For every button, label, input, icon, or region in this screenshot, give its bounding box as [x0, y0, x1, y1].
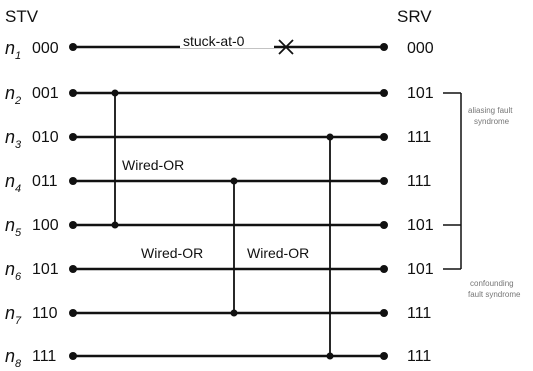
stv-code: 100	[32, 217, 59, 234]
junction-dot	[230, 309, 238, 317]
output-terminal	[380, 177, 388, 185]
output-terminal	[380, 133, 388, 141]
confounding-note-line2: fault syndrome	[468, 290, 521, 299]
row-n6: n6 101 101	[5, 259, 434, 283]
output-terminal	[380, 221, 388, 229]
output-terminal	[380, 352, 388, 360]
node-name: n2	[5, 83, 21, 107]
junction-dot	[326, 352, 334, 360]
stv-code: 000	[32, 40, 59, 57]
junction-dot	[230, 177, 238, 185]
input-terminal	[69, 352, 77, 360]
srv-code: 101	[407, 217, 434, 234]
aliasing-note-line2: syndrome	[474, 117, 510, 126]
row-n7: n7 110 111	[5, 303, 431, 327]
junction-dot	[326, 133, 334, 141]
stv-code: 101	[32, 261, 59, 278]
wired-or-label: Wired-OR	[122, 157, 184, 173]
wired-or-label: Wired-OR	[141, 245, 203, 261]
node-name: n3	[5, 127, 22, 151]
input-terminal	[69, 133, 77, 141]
input-terminal	[69, 43, 77, 51]
junction-dot	[111, 221, 119, 229]
output-terminal	[380, 43, 388, 51]
node-name: n8	[5, 346, 22, 370]
srv-code: 111	[407, 173, 431, 190]
srv-code: 111	[407, 129, 431, 146]
row-n5: n5 100 101	[5, 215, 434, 239]
srv-code: 101	[407, 85, 434, 102]
stv-code: 010	[32, 129, 59, 146]
node-name: n5	[5, 215, 22, 239]
srv-code: 000	[407, 40, 434, 57]
node-name: n4	[5, 171, 21, 195]
row-n2: n2 001 101	[5, 83, 434, 107]
stv-code: 011	[32, 173, 58, 190]
srv-code: 101	[407, 261, 434, 278]
aliasing-note-line1: aliasing fault	[468, 106, 513, 115]
input-terminal	[69, 265, 77, 273]
srv-header: SRV	[397, 7, 432, 26]
row-n4: n4 011 111	[5, 171, 431, 195]
output-terminal	[380, 265, 388, 273]
stv-code: 111	[32, 348, 56, 365]
output-terminal	[380, 309, 388, 317]
fault-label-background	[180, 33, 274, 48]
input-terminal	[69, 177, 77, 185]
row-n3: n3 010 111	[5, 127, 431, 151]
srv-101-bracket	[443, 92, 462, 270]
srv-code: 111	[407, 348, 431, 365]
stv-code: 001	[32, 85, 59, 102]
input-terminal	[69, 89, 77, 97]
junction-dot	[111, 89, 119, 97]
node-name: n1	[5, 38, 21, 62]
node-name: n6	[5, 259, 22, 283]
input-terminal	[69, 309, 77, 317]
wired-or-label: Wired-OR	[247, 245, 309, 261]
confounding-note-line1: confounding	[470, 279, 514, 288]
stv-code: 110	[32, 305, 58, 322]
node-name: n7	[5, 303, 22, 327]
row-n8: n8 111 111	[5, 346, 431, 370]
stuck-at-0-label: stuck-at-0	[183, 33, 245, 49]
fault-cross-icon	[278, 39, 294, 55]
stv-header: STV	[5, 7, 39, 26]
output-terminal	[380, 89, 388, 97]
srv-code: 111	[407, 305, 431, 322]
input-terminal	[69, 221, 77, 229]
